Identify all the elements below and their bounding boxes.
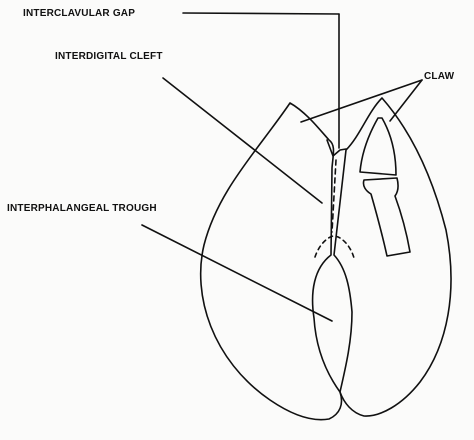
label-interphalangeal-trough: INTERPHALANGEAL TROUGH (7, 203, 157, 214)
leader-line-interdigital-cleft (162, 77, 323, 204)
interclavular-gap-notch (326, 139, 347, 157)
left-digit-outline (199, 102, 343, 421)
leader-line-claw-to-right (389, 79, 423, 122)
interphalangeal-trough-dashed-arch (314, 235, 355, 259)
leader-line-claw-to-left (300, 79, 423, 123)
leader-line-interphalangeal-trough (141, 224, 333, 322)
leader-line-interclavular-gap (182, 12, 340, 15)
right-digit-outline (333, 97, 452, 417)
label-interclavular-gap: INTERCLAVULAR GAP (23, 8, 136, 19)
claw-bone (359, 117, 397, 176)
interdigital-cleft-dashed-line (331, 159, 337, 233)
middle-phalanx-bone (362, 177, 411, 257)
label-interdigital-cleft: INTERDIGITAL CLEFT (55, 51, 163, 62)
label-claw: CLAW (424, 71, 455, 82)
